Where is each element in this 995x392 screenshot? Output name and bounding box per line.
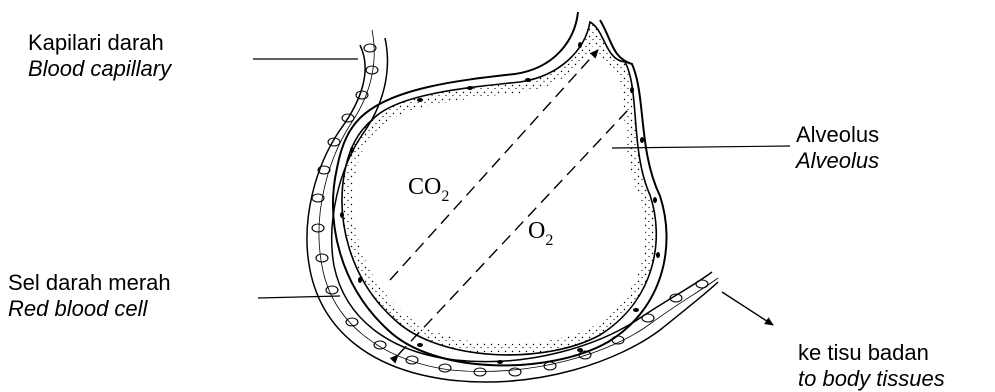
alveolus-wall (333, 12, 666, 365)
co2-label: CO2 (408, 174, 449, 205)
o2-label: O2 (528, 218, 553, 249)
flow-arrow-to-tissues (722, 292, 773, 325)
leader-line-red-cell (258, 296, 340, 298)
